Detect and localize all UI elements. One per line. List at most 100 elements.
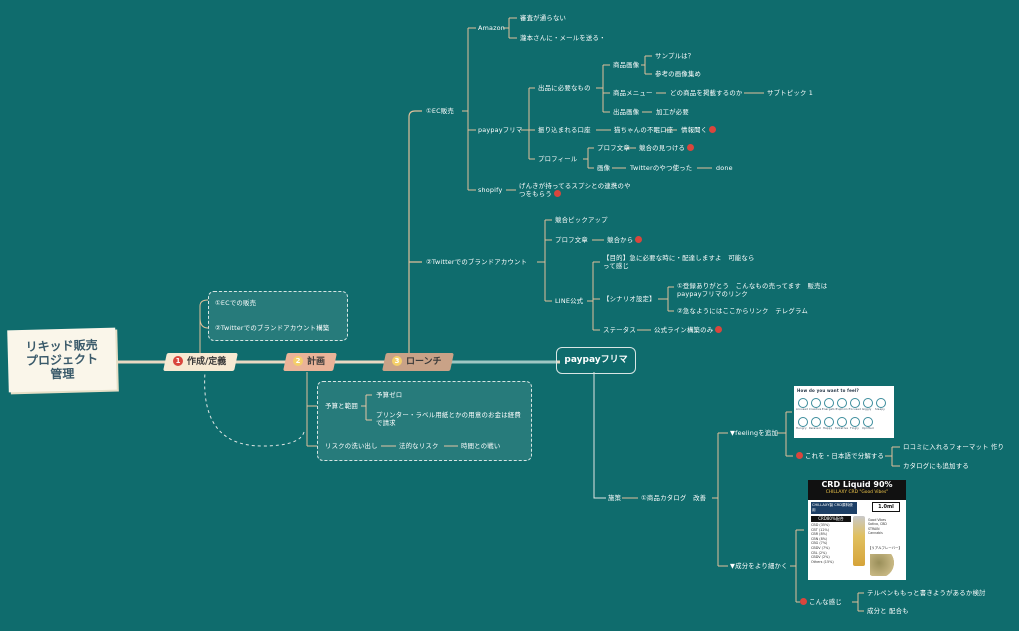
product-row: CBL (2%) <box>811 550 827 555</box>
ec-subtopic[interactable]: サブトピック 1 <box>767 89 814 97</box>
feeling-label: Creative <box>809 408 822 411</box>
plan-risk-legal[interactable]: 法的なリスク <box>399 442 439 450</box>
plan-budget-zero[interactable]: 予算ゼロ <box>376 391 403 399</box>
product-table: CBD (35%) CBT (12%) CBR (8%) CBN (8%) CB… <box>811 523 851 564</box>
cartridge-graphic <box>853 516 865 566</box>
ec-title[interactable]: ①EC販売 <box>426 107 455 115</box>
ec-menu[interactable]: 商品メニュー <box>613 89 653 97</box>
feeling-icon <box>811 417 821 427</box>
feeling-label: Talkative <box>835 427 849 430</box>
ec-image[interactable]: 画像 <box>597 164 611 172</box>
ec-done[interactable]: done <box>716 164 733 172</box>
feeling-label: Giggly <box>862 408 872 411</box>
stage-number: 1 <box>173 356 183 366</box>
ec-needs[interactable]: 出品に必要なもの <box>538 84 591 92</box>
twitter-line[interactable]: LINE公式 <box>555 297 584 305</box>
ec-sample[interactable]: サンプルは？ <box>655 52 695 60</box>
twitter-scenario-1[interactable]: ①登録ありがとう こんなもの売ってます 販売はpaypayフリマのリンク <box>677 282 828 298</box>
launch-terpene[interactable]: テルペンももっと書きようがあるか検討 <box>867 589 986 597</box>
stage-define[interactable]: 1 作成/定義 <box>163 353 239 371</box>
feeling-image[interactable]: How do you want to feel? Aroused Creativ… <box>794 386 894 438</box>
ec-shopify[interactable]: shopify <box>478 186 503 194</box>
ec-find-rivals[interactable]: 競合の見つける <box>639 144 695 152</box>
product-flavor: Sativa, CBD <box>868 522 887 527</box>
ec-paypay[interactable]: paypayフリマ <box>478 126 523 134</box>
stage-label: 作成/定義 <box>187 357 227 367</box>
twitter-status-value[interactable]: 公式ライン構築のみ <box>654 326 723 334</box>
ec-twitter-use[interactable]: Twitterのやつ使った <box>630 164 693 172</box>
fire-icon <box>687 144 695 151</box>
ec-processing[interactable]: 加工が必要 <box>656 108 689 116</box>
define-item-twitter[interactable]: ②Twitterでのブランドアカウント構築 <box>215 324 330 332</box>
ec-ref-images[interactable]: 参考の画像集め <box>655 70 702 78</box>
twitter-scenario-2[interactable]: ②急なようにはここからリンク テレグラム <box>677 307 808 315</box>
ec-brother-account[interactable]: 猫ちゃんの不眠口座 <box>614 126 674 134</box>
launch-feeling[interactable]: ▼feelingを追加 <box>730 429 779 437</box>
twitter-rival-pickup[interactable]: 競合ピックアップ <box>555 216 608 224</box>
feeling-label: Aroused <box>796 408 809 411</box>
product-subtitle: CHILLAXY CRD "Good Vibes" <box>825 490 889 495</box>
twitter-status[interactable]: ステータス <box>603 326 636 334</box>
feeling-icon <box>824 398 834 408</box>
launch-policy[interactable]: 施策 <box>608 494 622 502</box>
ec-transfer[interactable]: 振り込まれる口座 <box>538 126 591 134</box>
ec-shopify-note-label: げんきが持ってるスプシとの連携のやつをもらう <box>519 182 631 198</box>
twitter-scenario[interactable]: 【シナリオ設定】 <box>603 295 656 303</box>
launch-catalog-append[interactable]: カタログにも追加する <box>903 462 969 470</box>
launch-japanese[interactable]: これを・日本語で分解する <box>796 452 884 460</box>
product-row: CBR (8%) <box>811 532 828 537</box>
product-header: CRD Liquid 90% CHILLAXY CRD "Good Vibes" <box>808 480 906 500</box>
ec-profile[interactable]: プロフィール <box>538 155 578 163</box>
define-box <box>208 291 348 341</box>
plan-risk-time[interactable]: 時間との戦い <box>461 442 501 450</box>
feeling-icon <box>798 417 808 427</box>
launch-like-this-label: こんな感じ <box>809 598 842 606</box>
product-flavor: Cannabis <box>868 531 883 536</box>
fire-icon <box>800 598 807 605</box>
launch-like-this[interactable]: こんな感じ <box>800 598 842 606</box>
product-volume: 1.0ml <box>872 502 900 512</box>
product-row: CBDV (7%) <box>811 545 830 550</box>
ec-listing-image[interactable]: 出品画像 <box>613 108 640 116</box>
ec-amazon[interactable]: Amazon <box>478 24 506 32</box>
launch-center-node[interactable]: paypayフリマ <box>556 347 636 374</box>
root-topic[interactable]: リキッド販売 プロジェクト 管理 <box>7 327 117 393</box>
launch-add-format[interactable]: ロコミに入れるフォーマット 作り <box>903 443 1005 451</box>
launch-japanese-label: これを・日本語で分解する <box>805 452 885 460</box>
ec-which-product[interactable]: どの商品を掲載するのか <box>670 89 743 97</box>
feeling-label: Sleepy <box>875 408 885 411</box>
plan-budget[interactable]: 予算と範囲 <box>325 402 358 410</box>
plan-risk[interactable]: リスクの洗い出し <box>325 442 378 450</box>
launch-catalog[interactable]: ①商品カタログ 改善 <box>641 494 707 502</box>
root-line: プロジェクト <box>25 352 99 368</box>
ec-amazon-item[interactable]: 審査が通らない <box>520 14 567 22</box>
feeling-icon <box>811 398 821 408</box>
feeling-label: Tingly <box>850 427 859 430</box>
ec-profile-text[interactable]: プロフ文章 <box>597 144 630 152</box>
twitter-purpose[interactable]: 【目的】急に必要な時に・配達しますよ 可能ならって感じ <box>603 254 755 270</box>
fire-icon <box>796 452 803 459</box>
fire-icon <box>553 190 561 197</box>
product-flavor: STRAIN <box>868 526 880 531</box>
twitter-from-rivals[interactable]: 競合から <box>607 236 643 244</box>
plan-box <box>317 381 532 461</box>
twitter-title[interactable]: ②Twitterでのブランドアカウント <box>426 258 528 266</box>
plan-budget-expense[interactable]: プリンター・ラベル用紙とかの用意のお金は経費で請求 <box>376 411 521 427</box>
product-row: Others (15%) <box>811 559 834 564</box>
product-image[interactable]: CRD Liquid 90% CHILLAXY CRD "Good Vibes"… <box>808 480 906 580</box>
feeling-icon <box>837 398 847 408</box>
ec-shopify-note[interactable]: げんきが持ってるスプシとの連携のやつをもらう <box>519 182 631 198</box>
launch-ratio[interactable]: 成分と 配合も <box>867 607 909 615</box>
root-line: 管理 <box>50 366 75 382</box>
twitter-profile-text[interactable]: プロフ文章 <box>555 236 588 244</box>
feeling-icon <box>876 398 886 408</box>
launch-detail[interactable]: ▼成分をより細かく <box>730 562 788 570</box>
product-flavor-list: Good Vibes Sativa, CBD STRAIN Cannabis <box>868 518 904 536</box>
ec-amazon-item[interactable]: 瀧本さんに・メールを送る・ <box>520 34 606 42</box>
ec-product-image[interactable]: 商品画像 <box>613 61 640 69</box>
define-item-ec[interactable]: ①ECでの販売 <box>215 299 257 307</box>
ec-info-listen[interactable]: 情報聞く <box>681 126 717 134</box>
ec-find-rivals-label: 競合の見つける <box>639 144 686 152</box>
